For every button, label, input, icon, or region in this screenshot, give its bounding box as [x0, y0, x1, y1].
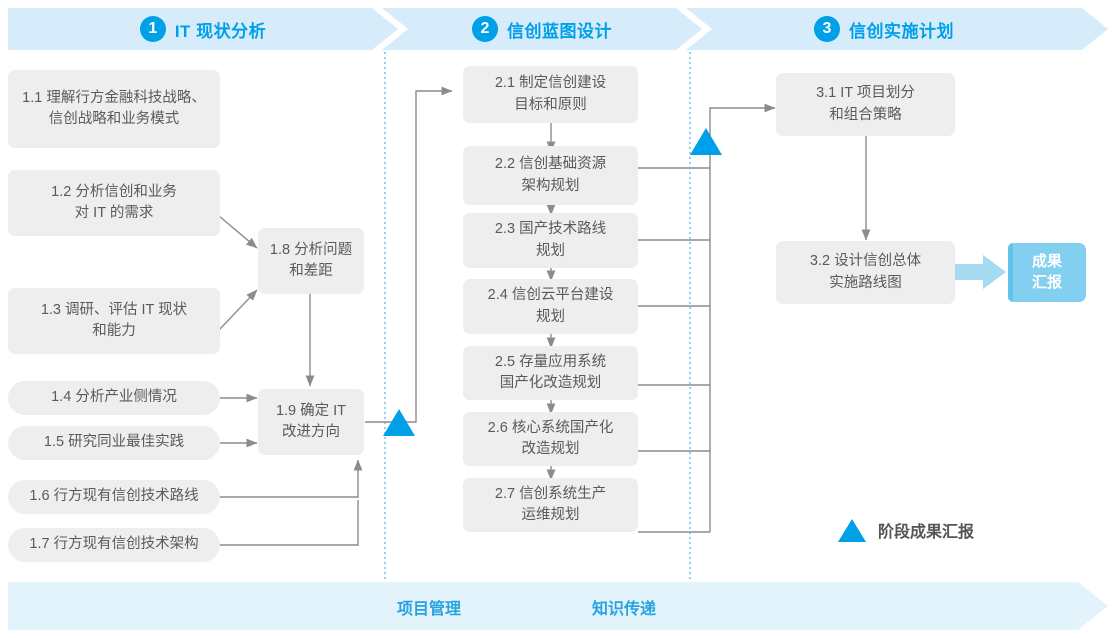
- task-box-1-4[interactable]: 1.4 分析产业侧情况: [8, 381, 220, 415]
- phase-label-1: IT 现状分析: [174, 21, 267, 41]
- task-box-1-9[interactable]: 1.9 确定 IT 改进方向: [258, 389, 364, 455]
- legend: 阶段成果汇报: [838, 518, 974, 542]
- phase-header-3[interactable]: 3 信创实施计划: [686, 8, 1108, 50]
- phase-number-1: 1: [139, 16, 166, 42]
- phase-label-3: 信创实施计划: [849, 21, 954, 41]
- bottom-label-project-management[interactable]: 项目管理: [397, 601, 462, 618]
- bottom-band: [8, 582, 1108, 630]
- phase-header-2-shape: [382, 8, 702, 50]
- phase-header-1[interactable]: 1 IT 现状分析: [8, 8, 398, 50]
- task-box-1-2[interactable]: 1.2 分析信创和业务 对 IT 的需求: [8, 170, 220, 236]
- phase-label-2: 信创蓝图设计: [507, 21, 612, 41]
- milestone-triangle-icon: [838, 518, 866, 542]
- task-box-3-1[interactable]: 3.1 IT 项目划分 和组合策略: [776, 73, 955, 136]
- legend-label: 阶段成果汇报: [878, 524, 975, 541]
- bottom-band-shape: [8, 582, 1108, 630]
- task-box-2-6[interactable]: 2.6 核心系统国产化 改造规划: [463, 412, 638, 466]
- task-box-2-7[interactable]: 2.7 信创系统生产 运维规划: [463, 478, 638, 532]
- task-box-2-3[interactable]: 2.3 国产技术路线 规划: [463, 213, 638, 268]
- task-box-1-5[interactable]: 1.5 研究同业最佳实践: [8, 426, 220, 460]
- phase-number-2: 2: [472, 16, 498, 42]
- phase-header-1-shape: [8, 8, 398, 50]
- task-box-1-8[interactable]: 1.8 分析问题 和差距: [258, 228, 364, 294]
- phase-header-3-shape: [686, 8, 1108, 50]
- bottom-label-knowledge-transfer[interactable]: 知识传递: [592, 601, 657, 618]
- task-box-2-5[interactable]: 2.5 存量应用系统 国产化改造规划: [463, 346, 638, 400]
- phase-number-3: 3: [814, 16, 840, 42]
- milestone-triangle-phase2: [690, 128, 722, 155]
- task-box-2-2[interactable]: 2.2 信创基础资源 架构规划: [463, 146, 638, 205]
- task-box-2-1[interactable]: 2.1 制定信创建设 目标和原则: [463, 66, 638, 123]
- task-box-1-1[interactable]: 1.1 理解行方金融科技战略、 信创战略和业务模式: [8, 70, 220, 148]
- phase-header-2[interactable]: 2 信创蓝图设计: [382, 8, 702, 50]
- milestone-triangle-phase1: [383, 409, 415, 436]
- task-box-1-7[interactable]: 1.7 行方现有信创技术架构: [8, 528, 220, 562]
- task-box-1-6[interactable]: 1.6 行方现有信创技术路线: [8, 480, 220, 514]
- result-arrow: [952, 255, 1006, 289]
- result-report-chip[interactable]: 成果 汇报: [1008, 243, 1086, 302]
- task-box-3-2[interactable]: 3.2 设计信创总体 实施路线图: [776, 241, 955, 304]
- task-box-1-3[interactable]: 1.3 调研、评估 IT 现状 和能力: [8, 288, 220, 354]
- task-box-2-4[interactable]: 2.4 信创云平台建设 规划: [463, 279, 638, 334]
